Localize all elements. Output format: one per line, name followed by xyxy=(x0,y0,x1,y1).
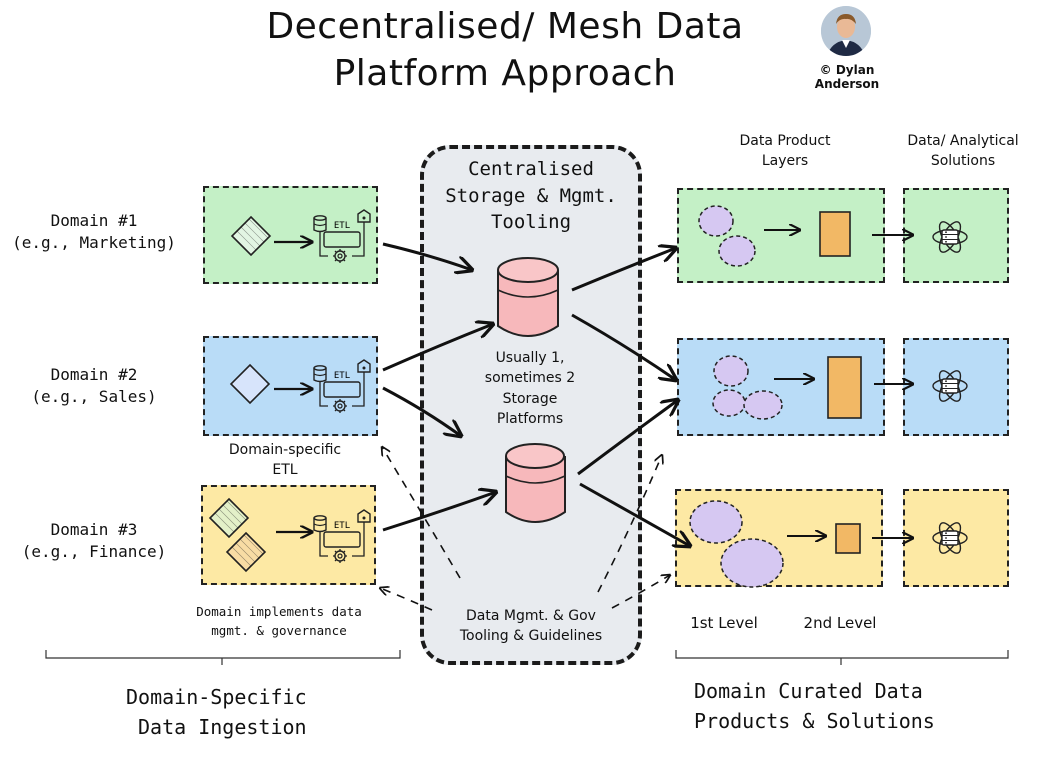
governance-arrow-to-domain3 xyxy=(380,588,433,611)
left-section-line-1: Domain-Specific xyxy=(126,685,307,709)
title-line-1: Decentralised/ Mesh Data xyxy=(266,6,744,47)
arrow-domain2-to-storage2 xyxy=(382,386,461,436)
central-title-line-3: Tooling xyxy=(490,211,572,234)
credit: © Dylan Anderson xyxy=(805,63,889,92)
domain-3-etl-text: ETL xyxy=(334,521,350,531)
storage-note-line-3: Storage xyxy=(502,390,558,407)
domain-1-etl-text: ETL xyxy=(334,221,350,231)
domain-specific-etl-label: Domain-specific ETL xyxy=(210,440,360,481)
storage-note-line-4: Platforms xyxy=(496,410,564,427)
central-tooling-text: Data Mgmt. & Gov Tooling & Guidelines xyxy=(428,606,634,647)
solutions-header: Data/ Analytical Solutions xyxy=(883,131,1043,172)
right-section-label: Domain Curated Data Products & Solutions xyxy=(694,676,935,736)
domain-2-source-icon xyxy=(229,363,271,405)
storage-note-line-2: sometimes 2 xyxy=(484,370,576,387)
domain-3-source-icon-a xyxy=(208,497,250,539)
storage-note-line-1: Usually 1, xyxy=(495,350,565,366)
arrow-storage1-to-domain2 xyxy=(571,313,676,380)
governance-arrow-to-domain3-products xyxy=(611,575,670,609)
domain-specific-etl-line-1: Domain-specific xyxy=(228,442,342,458)
avatar-portrait-icon xyxy=(821,6,871,56)
arrow-domain1-to-storage1 xyxy=(382,242,472,270)
domain-3-label: Domain #3 (e.g., Finance) xyxy=(4,519,184,562)
domain-3-first-level-nodes xyxy=(689,500,784,588)
arrow-domain2-to-storage1 xyxy=(382,324,493,372)
governance-arrow-to-domain2 xyxy=(382,447,461,579)
storage-platform-2-icon xyxy=(505,443,566,523)
right-section-brace xyxy=(675,650,1009,665)
domain-governance-line-1: Domain implements data xyxy=(196,604,362,619)
left-section-brace xyxy=(45,650,401,665)
storage-note: Usually 1, sometimes 2 Storage Platforms xyxy=(470,348,590,429)
domain-1-etl-icon xyxy=(313,209,371,264)
arrow-domain3-to-storage2 xyxy=(382,492,496,532)
domain-2-second-level-node xyxy=(827,356,862,419)
domain-governance-line-2: mgmt. & governance xyxy=(211,623,347,639)
domain-specific-etl-line-2: ETL xyxy=(272,462,298,479)
solutions-header-line-2: Solutions xyxy=(930,153,996,170)
domain-2-example: (e.g., Sales) xyxy=(31,386,157,406)
domain-3-second-level-node xyxy=(835,523,861,554)
first-level-label: 1st Level xyxy=(690,614,758,632)
central-title-line-1: Centralised xyxy=(468,158,594,180)
central-title-line-2: Storage & Mgmt. xyxy=(445,184,617,207)
domain-3-name: Domain #3 xyxy=(50,520,138,539)
credit-line-2: Anderson xyxy=(814,77,880,92)
central-title: Centralised Storage & Mgmt. Tooling xyxy=(420,156,642,236)
second-level-label: 2nd Level xyxy=(803,614,877,632)
central-tooling-line-1: Data Mgmt. & Gov xyxy=(466,608,596,624)
domain-1-source-icon xyxy=(230,215,272,257)
arrow-storage1-to-domain1 xyxy=(571,248,676,292)
arrow-storage2-to-domain2 xyxy=(577,400,678,476)
domain-1-name: Domain #1 xyxy=(50,211,138,230)
right-section-line-1: Domain Curated Data xyxy=(694,679,923,703)
title-line-2: Platform Approach xyxy=(333,52,677,94)
central-tooling-line-2: Tooling & Guidelines xyxy=(459,628,603,645)
domain-2-label: Domain #2 (e.g., Sales) xyxy=(4,364,184,407)
arrow-storage2-to-domain3 xyxy=(579,482,690,546)
domain-2-etl-text: ETL xyxy=(334,371,350,381)
domain-3-etl-icon xyxy=(313,509,371,564)
left-section-label: Domain-Specific Data Ingestion xyxy=(126,682,307,742)
right-section-line-2: Products & Solutions xyxy=(694,709,935,733)
left-section-line-2: Data Ingestion xyxy=(138,715,307,739)
domain-2-first-level-nodes xyxy=(712,355,783,420)
domain-1-analytics-icon xyxy=(932,218,968,256)
data-product-header-line-2: Layers xyxy=(761,153,809,170)
solutions-header-line-1: Data/ Analytical xyxy=(907,133,1019,149)
domain-1-first-level-nodes xyxy=(698,205,756,267)
data-product-header-line-1: Data Product xyxy=(739,133,831,149)
domain-1-second-level-node xyxy=(819,211,851,257)
domain-3-analytics-icon xyxy=(932,519,968,557)
domain-3-source-icon-b xyxy=(225,531,267,573)
domain-1-label: Domain #1 (e.g., Marketing) xyxy=(4,210,184,253)
domain-2-analytics-icon xyxy=(932,367,968,405)
domain-2-name: Domain #2 xyxy=(50,365,138,384)
diagram-title: Decentralised/ Mesh Data Platform Approa… xyxy=(200,4,810,98)
domain-1-example: (e.g., Marketing) xyxy=(12,232,176,252)
domain-2-etl-icon xyxy=(313,359,371,414)
data-product-layers-header: Data Product Layers xyxy=(700,131,870,172)
avatar xyxy=(821,6,871,56)
domain-governance-label: Domain implements data mgmt. & governanc… xyxy=(172,602,386,641)
credit-line-1: © Dylan xyxy=(819,63,875,77)
domain-3-example: (e.g., Finance) xyxy=(21,541,167,561)
governance-arrow-to-domain2-products xyxy=(597,455,662,593)
storage-platform-1-icon xyxy=(497,257,559,337)
